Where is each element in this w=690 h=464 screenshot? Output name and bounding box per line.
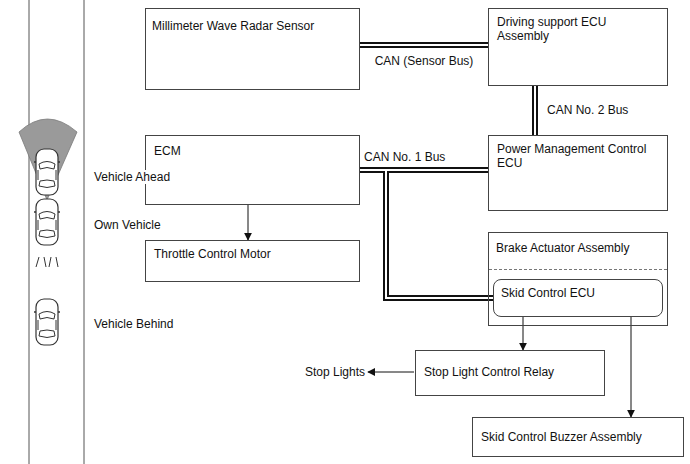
- vehicle-ahead: [34, 149, 60, 195]
- bus-label: CAN No. 2 Bus: [545, 103, 630, 117]
- bus-core: [386, 170, 493, 298]
- vehicle-behind: [34, 299, 60, 345]
- assembly-box: Brake Actuator AssemblySkid Control ECU: [488, 232, 668, 326]
- motion-marks: [36, 257, 58, 267]
- bus-label: CAN (Sensor Bus): [373, 54, 476, 68]
- node-text: Skid Control Buzzer Assembly: [481, 430, 677, 444]
- ecu-box: Power Management Control ECU: [488, 135, 668, 211]
- node-text: Driving support ECU Assembly: [497, 15, 661, 44]
- relay-box: Stop Light Control Relay: [415, 350, 605, 396]
- road-edge: [84, 0, 85, 464]
- radar-beam: [19, 119, 77, 200]
- node-text: Stop Light Control Relay: [424, 365, 598, 379]
- stop-light-arrow: [368, 372, 414, 373]
- bus-core: [360, 44, 488, 46]
- ecu-box: ECM: [145, 135, 360, 205]
- signal-arrow: [631, 317, 632, 417]
- node-text: Skid Control ECU: [501, 286, 656, 300]
- node-text: Millimeter Wave Radar Sensor: [152, 19, 353, 33]
- road-edge: [29, 0, 30, 464]
- node-text: Brake Actuator Assembly: [496, 241, 661, 255]
- node-text: Power Management Control ECU: [497, 142, 661, 171]
- bus-core: [534, 86, 536, 135]
- bus-core: [360, 170, 493, 298]
- can-bus-line: [360, 170, 493, 298]
- sensor-box: Millimeter Wave Radar Sensor: [145, 8, 360, 90]
- vehicle-label: Own Vehicle: [92, 218, 163, 232]
- divider-line: [489, 269, 667, 270]
- own-vehicle: [34, 199, 60, 245]
- vehicle-label: Vehicle Behind: [92, 317, 175, 331]
- vehicle-label: Vehicle Ahead: [92, 170, 172, 184]
- signal-arrow: [523, 317, 524, 350]
- output-label: Stop Lights: [303, 365, 367, 379]
- signal-arrow: [248, 205, 249, 240]
- can-bus-line: [360, 45, 488, 46]
- ecu-box: Skid Control ECU: [493, 279, 663, 317]
- buzzer-box: Skid Control Buzzer Assembly: [472, 417, 684, 457]
- can-bus-line: [386, 170, 493, 298]
- bus-label: CAN No. 1 Bus: [362, 150, 447, 164]
- can-bus-line: [535, 86, 536, 135]
- ecu-box: Driving support ECU Assembly: [488, 8, 668, 86]
- node-text: Throttle Control Motor: [154, 247, 353, 261]
- actuator-box: Throttle Control Motor: [145, 240, 360, 282]
- node-text: ECM: [154, 144, 353, 158]
